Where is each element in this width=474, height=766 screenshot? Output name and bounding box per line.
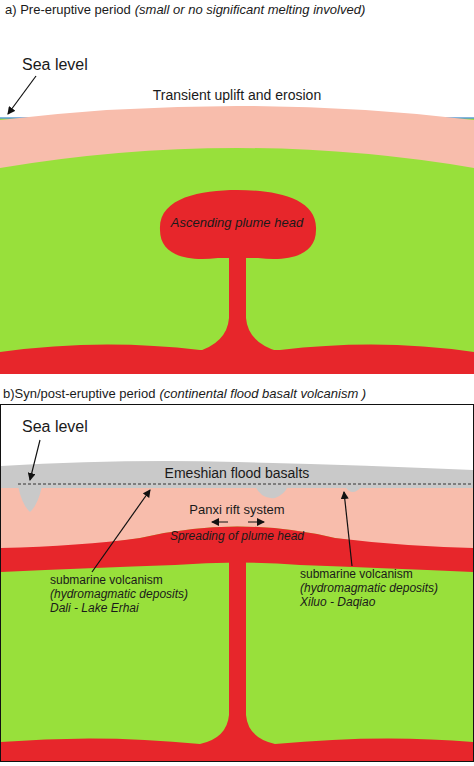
text-label: (hydromagmatic deposits): [300, 582, 438, 596]
text-label: Sea level: [22, 56, 88, 74]
plume-head: [160, 190, 316, 259]
label-group: a) Pre-eruptive period (small or no signi…: [5, 3, 365, 18]
text-label: Panxi rift system: [189, 503, 284, 518]
label-group: Emeshian flood basalts: [165, 465, 310, 481]
basalt-lobe: [255, 486, 288, 498]
plume-stem: [196, 250, 280, 352]
leader-arrow: [344, 492, 352, 566]
flood-basalt: [1, 461, 473, 488]
sea-level-dashed: [18, 484, 473, 485]
plume-stem: [200, 562, 275, 744]
text-label: Emeshian flood basalts: [165, 465, 310, 481]
text-label: Xiluo - Daqiao: [300, 596, 438, 610]
label-group: submarine volcanism(hydromagmatic deposi…: [300, 568, 438, 609]
leader-arrow: [30, 440, 40, 480]
text-label: (hydromagmatic deposits): [50, 588, 188, 602]
label-group: Ascending plume head: [171, 216, 303, 231]
label-group: Sea level: [22, 56, 88, 74]
text-label: Spreading of plume head: [170, 530, 304, 544]
text-label: submarine volcanism: [300, 568, 438, 582]
label-group: Panxi rift system: [189, 503, 284, 518]
crust: [0, 106, 474, 168]
extension-arrow: [212, 522, 228, 523]
text-label: Transient uplift and erosion: [153, 87, 321, 103]
text-label: (small or no significant melting involve…: [135, 3, 365, 18]
label-group: Sea level: [22, 418, 88, 436]
extension-arrow: [248, 522, 264, 523]
text-label: Sea level: [22, 418, 88, 436]
label-group: Transient uplift and erosion: [153, 87, 321, 103]
text-label: submarine volcanism: [50, 574, 188, 588]
leader-arrow: [8, 76, 36, 114]
text-label: (continental flood basalt volcanism ): [159, 387, 366, 402]
label-group: Spreading of plume head: [170, 530, 304, 544]
panel-frame: [1, 405, 474, 762]
basal-layer: [1, 738, 473, 761]
mantle: [1, 470, 473, 761]
leader-arrow: [92, 490, 150, 572]
basalt-lobe: [345, 486, 362, 492]
text-label: Dali - Lake Erhai: [50, 602, 188, 616]
crust: [1, 486, 473, 550]
label-group: b)Syn/post-eruptive period (continental f…: [3, 387, 366, 402]
text-label: b)Syn/post-eruptive period: [3, 387, 155, 402]
label-group: submarine volcanism(hydromagmatic deposi…: [50, 574, 188, 615]
basalt-lobe: [18, 486, 42, 512]
text-label: a) Pre-eruptive period: [5, 3, 131, 18]
text-label: Ascending plume head: [171, 216, 303, 231]
